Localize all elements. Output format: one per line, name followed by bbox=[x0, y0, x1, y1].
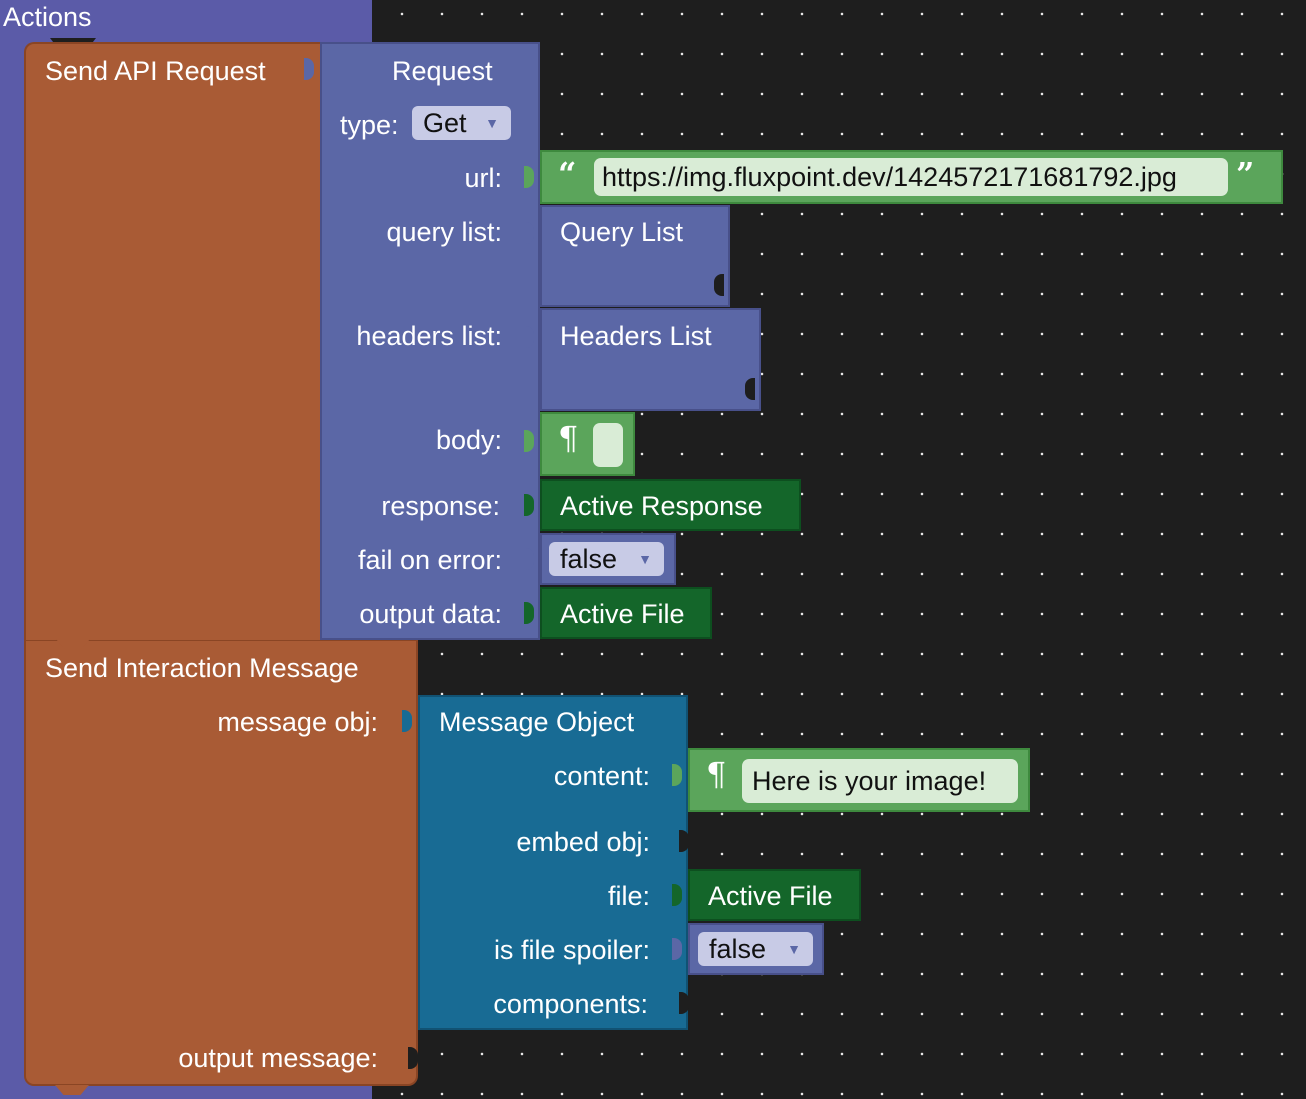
fail-on-error-dropdown[interactable]: false ▼ bbox=[549, 542, 664, 576]
file-connector bbox=[672, 884, 682, 906]
headers-list-notch bbox=[745, 378, 755, 400]
actions-category-label: Actions bbox=[3, 2, 92, 32]
query-list-title: Query List bbox=[560, 217, 684, 247]
block-bottom-notch bbox=[55, 1085, 89, 1095]
headers-list-block[interactable] bbox=[540, 308, 761, 411]
close-quote-icon: ” bbox=[1236, 155, 1255, 193]
query-list-notch bbox=[714, 274, 724, 296]
output-data-variable-block[interactable] bbox=[540, 587, 712, 639]
headers-list-title: Headers List bbox=[560, 321, 712, 351]
message-object-block[interactable] bbox=[418, 695, 688, 1030]
is-file-spoiler-connector bbox=[672, 938, 682, 960]
components-empty-connector[interactable] bbox=[679, 992, 689, 1014]
fail-on-error-label: fail on error: bbox=[357, 545, 502, 575]
output-data-connector bbox=[524, 602, 534, 624]
output-data-label: output data: bbox=[359, 599, 502, 629]
response-label: response: bbox=[381, 491, 500, 521]
content-label: content: bbox=[553, 761, 650, 791]
output-message-label: output message: bbox=[178, 1043, 378, 1073]
embed-obj-empty-connector[interactable] bbox=[679, 830, 689, 852]
block-connection-notch bbox=[56, 639, 90, 649]
components-label: components: bbox=[493, 989, 648, 1019]
message-obj-connector bbox=[402, 710, 412, 732]
message-object-title: Message Object bbox=[439, 707, 635, 737]
content-field[interactable]: Here is your image! bbox=[742, 759, 1018, 803]
response-connector bbox=[524, 494, 534, 516]
query-list-label: query list: bbox=[386, 217, 502, 247]
response-variable-block[interactable] bbox=[540, 479, 801, 531]
output-data-value: Active File bbox=[560, 599, 685, 629]
file-variable-block[interactable] bbox=[688, 869, 861, 921]
response-value: Active Response bbox=[560, 491, 763, 521]
query-list-block[interactable] bbox=[540, 205, 730, 307]
dropdown-arrow-icon: ▼ bbox=[638, 551, 652, 567]
dropdown-arrow-icon: ▼ bbox=[485, 115, 499, 131]
content-connector bbox=[672, 764, 682, 786]
open-quote-icon: “ bbox=[558, 155, 577, 193]
dropdown-arrow-icon: ▼ bbox=[787, 941, 801, 957]
file-label: file: bbox=[607, 881, 650, 911]
body-field[interactable] bbox=[593, 423, 623, 467]
send-api-request-title: Send API Request bbox=[45, 56, 266, 86]
send-api-request-block[interactable] bbox=[24, 42, 324, 640]
file-value: Active File bbox=[708, 881, 833, 911]
body-connector bbox=[524, 430, 534, 452]
send-interaction-message-title: Send Interaction Message bbox=[45, 653, 359, 683]
request-title: Request bbox=[392, 56, 493, 86]
url-label: url: bbox=[464, 163, 502, 193]
pilcrow-icon: ¶ bbox=[706, 755, 727, 793]
type-dropdown-value: Get bbox=[423, 108, 467, 138]
pilcrow-icon: ¶ bbox=[558, 419, 579, 457]
request-input-connector bbox=[304, 58, 314, 80]
url-field[interactable]: https://img.fluxpoint.dev/14245721716817… bbox=[594, 158, 1228, 196]
embed-obj-label: embed obj: bbox=[516, 827, 650, 857]
query-list-connector bbox=[524, 222, 534, 244]
is-file-spoiler-value: false bbox=[709, 934, 767, 964]
body-label: body: bbox=[435, 425, 502, 455]
output-message-empty-connector[interactable] bbox=[408, 1047, 418, 1069]
is-file-spoiler-dropdown[interactable]: false ▼ bbox=[698, 932, 813, 966]
type-dropdown[interactable]: Get ▼ bbox=[412, 106, 511, 140]
fail-on-error-connector bbox=[524, 548, 534, 570]
message-obj-label: message obj: bbox=[217, 707, 378, 737]
headers-list-label: headers list: bbox=[356, 321, 502, 351]
send-interaction-message-block[interactable] bbox=[24, 640, 418, 1086]
fail-on-error-value: false bbox=[560, 544, 618, 574]
url-connector bbox=[524, 166, 534, 188]
request-block[interactable] bbox=[320, 42, 540, 640]
is-file-spoiler-label: is file spoiler: bbox=[493, 935, 650, 965]
type-label: type: bbox=[340, 110, 399, 140]
headers-list-connector bbox=[524, 326, 534, 348]
